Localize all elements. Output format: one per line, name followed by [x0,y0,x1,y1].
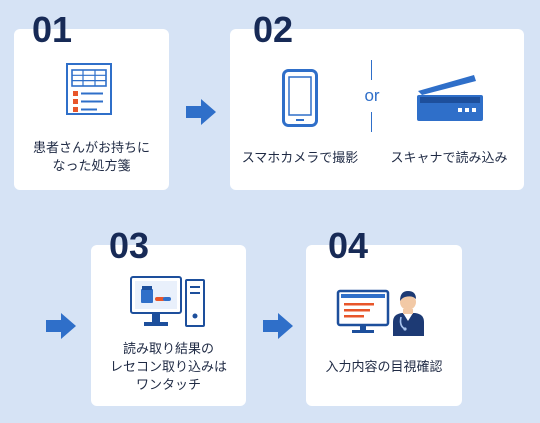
step-number-2: 02 [253,9,294,50]
option-camera-label: スマホカメラで撮影 [241,151,359,166]
flatbed-scanner-icon [414,73,486,123]
step-card-3 [91,245,246,406]
desktop-computer-icon [130,276,210,330]
separator-line-top [371,60,372,80]
right-arrow-icon [263,313,293,339]
right-arrow-icon [46,313,76,339]
right-arrow-icon [186,99,216,125]
smartphone-icon [282,69,318,127]
pharmacist-at-monitor-icon [335,284,431,336]
step-number-4: 04 [328,225,369,266]
separator-line-bottom [371,112,372,132]
step-3-label: 読み取り結果の レセコン取り込みは ワンタッチ [109,342,227,393]
step-number-3: 03 [109,225,150,266]
step-4-label: 入力内容の目視確認 [325,360,443,375]
or-separator: or [364,86,380,105]
step-1-label: 患者さんがお持ちに なった処方箋 [32,141,150,174]
step-number-1: 01 [32,9,73,50]
prescription-document-icon [66,63,112,115]
option-scanner-label: スキャナで読み込み [390,151,508,166]
